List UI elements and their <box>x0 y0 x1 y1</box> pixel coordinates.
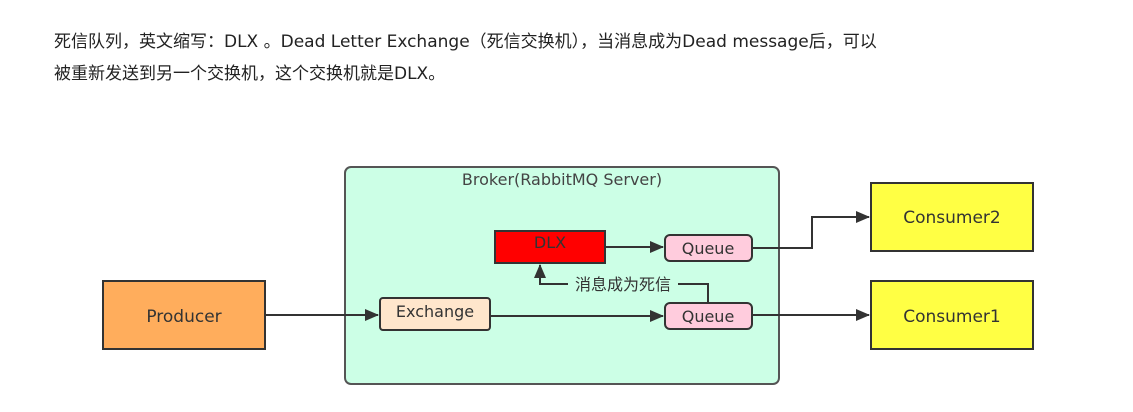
dead-letter-label-bg <box>568 274 678 294</box>
intro-paragraph: 死信队列，英文缩写：DLX 。Dead Letter Exchange（死信交换… <box>54 26 1064 90</box>
dlx-label: DLX <box>534 233 566 252</box>
consumer1-box <box>870 280 1034 350</box>
exchange-label: Exchange <box>396 302 474 321</box>
dead-letter-label: 消息成为死信 <box>575 275 671 294</box>
producer-box <box>102 280 266 350</box>
consumer2-box <box>870 182 1034 252</box>
consumer2-label: Consumer2 <box>903 208 1001 228</box>
queue-main-label: Queue <box>682 307 735 326</box>
intro-line-2: 被重新发送到另一个交换机，这个交换机就是DLX。 <box>54 64 446 84</box>
broker-label: Broker(RabbitMQ Server) <box>462 170 662 189</box>
producer-label: Producer <box>146 307 221 327</box>
broker-box <box>344 166 780 385</box>
intro-line-1: 死信队列，英文缩写：DLX 。Dead Letter Exchange（死信交换… <box>54 32 877 52</box>
queue-dlx-label: Queue <box>682 239 735 258</box>
consumer1-label: Consumer1 <box>903 307 1001 327</box>
dlx-box <box>494 230 606 264</box>
arrow-queue-to-consumer2 <box>752 211 870 249</box>
exchange-box <box>379 297 491 331</box>
